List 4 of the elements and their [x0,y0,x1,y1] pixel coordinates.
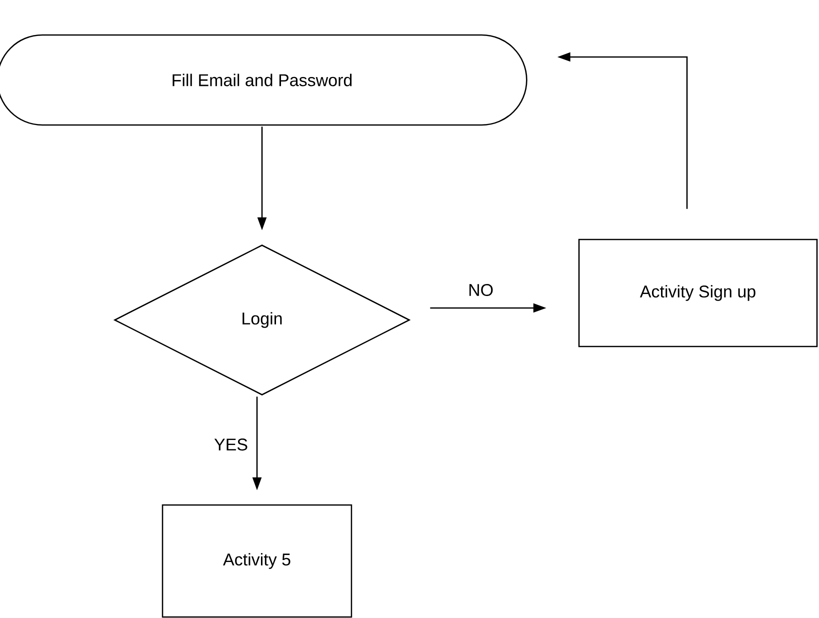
process-box: Activity Sign up [578,238,818,348]
edge-label: YES [213,438,250,452]
process-box: Activity 5 [162,504,352,618]
edge-label: NO [467,282,495,297]
